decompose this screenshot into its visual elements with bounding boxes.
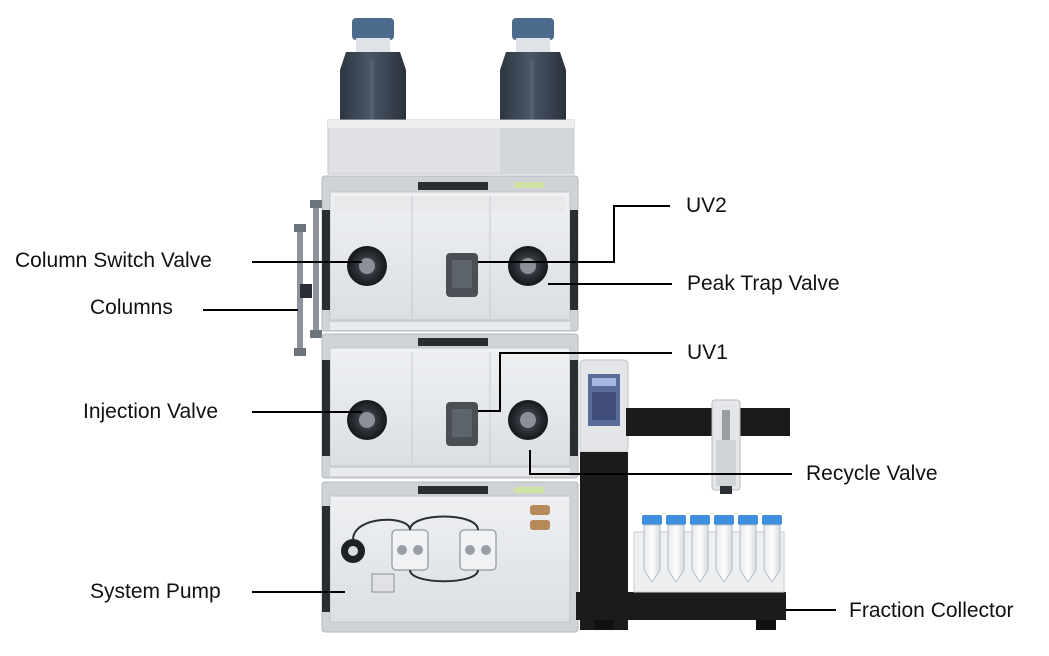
leader-recycle-valve: [529, 450, 792, 475]
solvent-bottle-right: [500, 18, 566, 124]
solvent-bottle-left: [340, 18, 406, 124]
label-uv2: UV2: [686, 194, 727, 217]
module-bottom-pump: [321, 481, 579, 633]
leader-uv2: [478, 205, 670, 263]
columns-assembly: [294, 200, 322, 356]
label-fraction-collector: Fraction Collector: [849, 599, 1014, 622]
label-columns: Columns: [90, 296, 173, 319]
label-uv1: UV1: [687, 341, 728, 364]
module-middle: [321, 333, 579, 479]
tube: [690, 515, 710, 583]
collection-tubes: [642, 515, 782, 583]
tube: [762, 515, 782, 583]
label-peak-trap-valve: Peak Trap Valve: [687, 272, 840, 295]
label-recycle-valve: Recycle Valve: [806, 462, 938, 485]
module-top: [321, 175, 579, 332]
tube: [642, 515, 662, 583]
tube: [738, 515, 758, 583]
tube: [714, 515, 734, 583]
leader-lines: [203, 205, 836, 611]
solvent-tray: [327, 119, 575, 175]
fraction-collector: [576, 359, 790, 630]
label-injection-valve: Injection Valve: [83, 400, 219, 423]
label-column-switch-valve: Column Switch Valve: [15, 249, 212, 272]
label-system-pump: System Pump: [90, 580, 221, 603]
leader-uv1: [478, 352, 672, 412]
tube: [666, 515, 686, 583]
